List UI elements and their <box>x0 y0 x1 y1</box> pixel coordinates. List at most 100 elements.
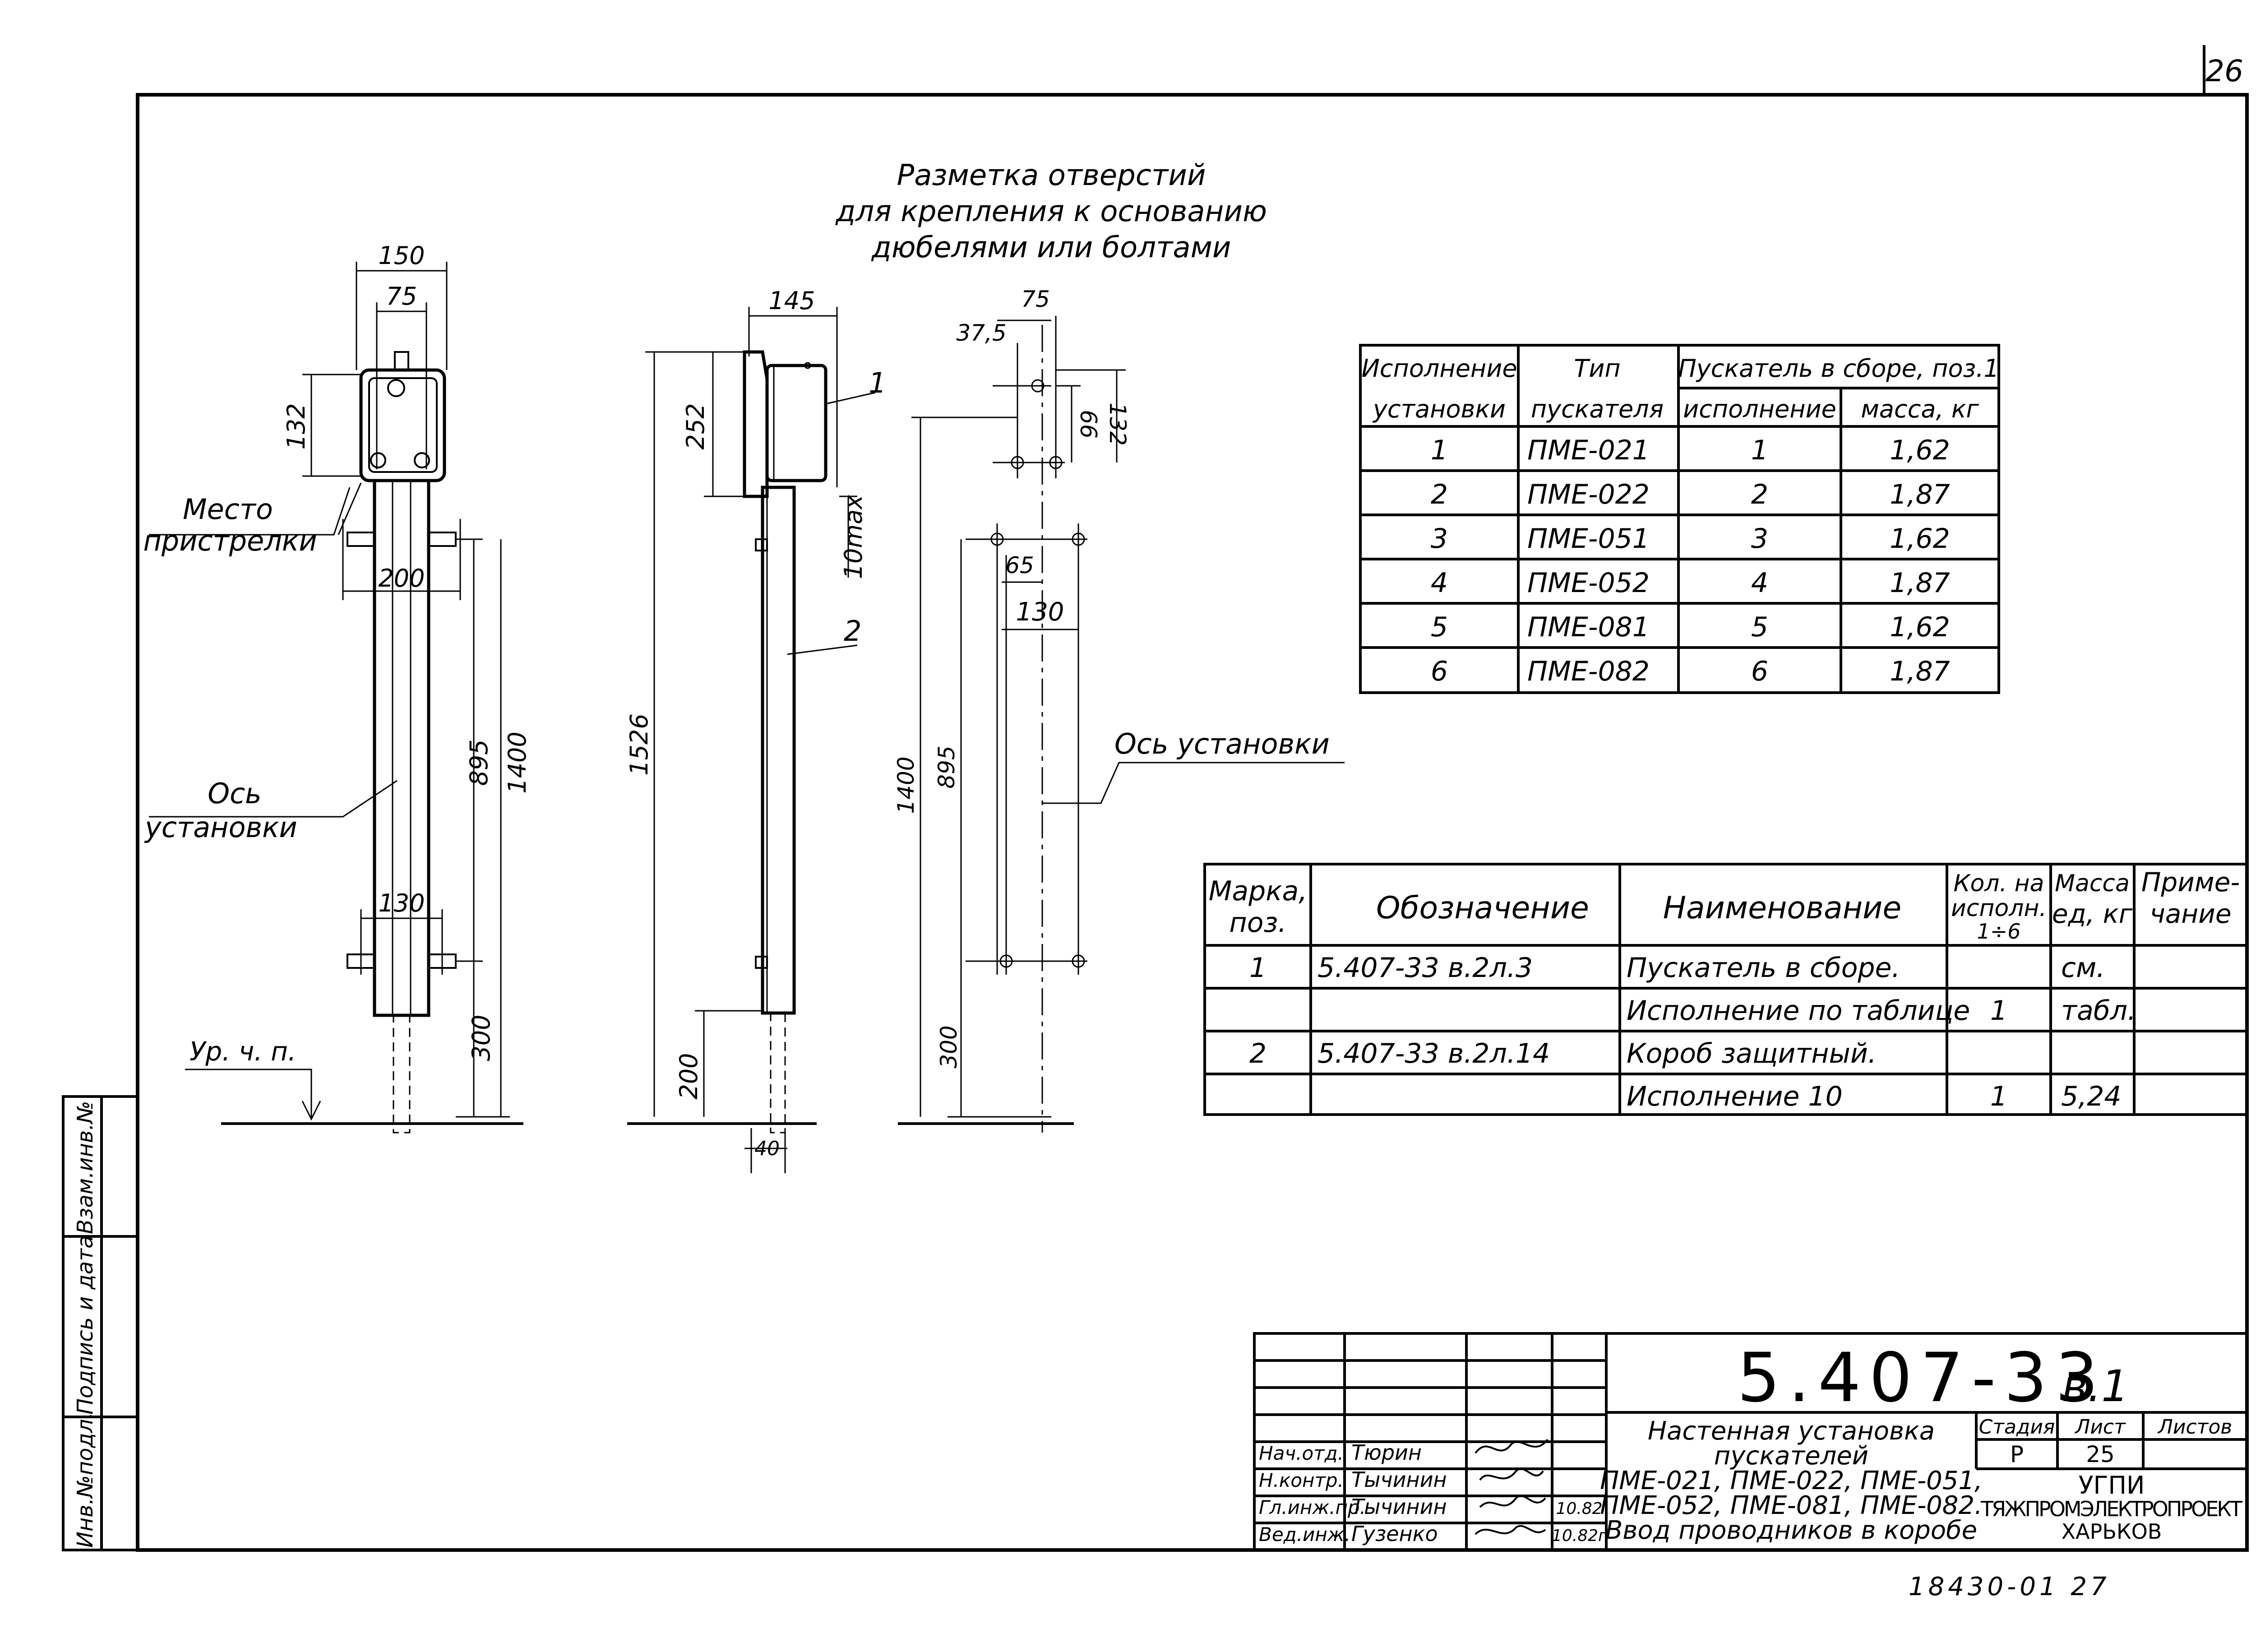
signature-date: 10.82 <box>1556 1499 1602 1518</box>
margin-stamp-label: Подпись и дата <box>73 1235 98 1415</box>
table-cell: табл. <box>2061 995 2136 1027</box>
table-cell: 1,87 <box>1890 656 1950 687</box>
header-cell: чание <box>2150 898 2231 929</box>
dim-1526: 1526 <box>625 713 653 775</box>
dim-895: 895 <box>465 739 493 786</box>
dim-75: 75 <box>1021 286 1050 312</box>
table-cell: 3 <box>1431 523 1448 555</box>
signature-name: Тычинин <box>1351 1467 1447 1492</box>
dim-37-5: 37,5 <box>956 320 1006 346</box>
header-cell: пускателя <box>1531 395 1664 423</box>
table-cell: 6 <box>1431 656 1448 687</box>
table-cell: 5 <box>1431 611 1448 643</box>
table-cell: 2 <box>1431 479 1448 510</box>
table-cell: 5.407-33 в.2л.14 <box>1318 1038 1550 1069</box>
org-line: ТЯЖПРОМЭЛЕКТРОПРОЕКТ <box>1980 1497 2243 1521</box>
margin-stamp-label: Инв.№подл. <box>73 1412 98 1548</box>
dim-130: 130 <box>1016 597 1064 627</box>
label-floor-level: Ур. ч. п. <box>190 1036 296 1067</box>
dim-75: 75 <box>386 282 417 310</box>
table-cell: 1 <box>1249 952 1267 984</box>
table-cell: ПМЕ-082 <box>1527 656 1650 687</box>
table-cell: ПМЕ-021 <box>1527 435 1650 466</box>
label-pos-2: 2 <box>844 615 861 648</box>
table-cell: Короб защитный. <box>1627 1038 1877 1069</box>
dim-65: 65 <box>1005 552 1034 578</box>
table-cell: ПМЕ-022 <box>1527 479 1650 510</box>
org-line: ХАРЬКОВ <box>2062 1519 2162 1544</box>
title-block-grid <box>1253 1332 2248 1551</box>
spec-table-grid <box>1203 863 2248 1116</box>
variants-table-grid <box>1359 344 2000 694</box>
table-cell: 1,62 <box>1890 435 1950 466</box>
dim-300: 300 <box>936 1025 962 1068</box>
table-cell: ПМЕ-081 <box>1527 611 1650 643</box>
signature-scribbles <box>1475 1439 1549 1535</box>
table-cell: Пускатель в сборе. <box>1627 952 1900 984</box>
table-cell: 1,87 <box>1890 567 1950 599</box>
marking-note-line: для крепления к основанию <box>835 195 1267 228</box>
signatures: Нач.отд.ТюринН.контр.ТычининГл.инж.пр.Ты… <box>1259 1440 1607 1546</box>
table-cell: 1 <box>1431 435 1448 466</box>
header-cell: Исполнение <box>1361 354 1517 383</box>
dim-130: 130 <box>378 889 425 917</box>
header-cell: исполнение <box>1683 395 1836 423</box>
sheets-label: Листов <box>2157 1416 2232 1439</box>
header-cell: масса, кг <box>1861 395 1979 423</box>
header-cell: Марка, <box>1209 875 1308 907</box>
label-os: Ось <box>208 777 261 810</box>
doc-code: 5.407-33 <box>1737 1339 2106 1417</box>
table-cell: 4 <box>1431 567 1448 599</box>
dim-145: 145 <box>768 287 815 315</box>
header-cell: установки <box>1372 395 1506 423</box>
title-line: ПМЕ-021, ПМЕ-022, ПМЕ-051, <box>1600 1466 1983 1495</box>
dim-10max: 10max <box>839 495 868 579</box>
table-cell: Исполнение по таблице <box>1627 995 1970 1027</box>
label-mesto: Место <box>183 493 273 526</box>
header-cell: поз. <box>1230 907 1287 939</box>
header-cell: Наименование <box>1663 890 1901 926</box>
title-line: ПМЕ-052, ПМЕ-081, ПМЕ-082. <box>1600 1491 1983 1520</box>
dim-132: 132 <box>1105 403 1131 445</box>
title-block: 5.407-33 в.1 Настенная установка пускате… <box>1600 1339 2243 1545</box>
dim-200: 200 <box>378 564 425 592</box>
signature-role: Вед.инж. <box>1259 1523 1350 1546</box>
marking-note: Разметка отверстий для крепления к основ… <box>835 159 1267 264</box>
label-pristrelki: пристрелки <box>143 524 317 557</box>
sheet-value: 25 <box>2086 1441 2115 1467</box>
table-cell: 4 <box>1751 567 1768 599</box>
signature-role: Нач.отд. <box>1259 1442 1344 1464</box>
table-cell: см. <box>2061 952 2105 984</box>
label-os-ustanovki: Ось установки <box>1114 727 1330 760</box>
variants-table: Исполнение установки Тип пускателя Пуска… <box>1361 354 1999 423</box>
table-cell: 5,24 <box>2061 1081 2122 1112</box>
title-line: Настенная установка <box>1648 1416 1935 1446</box>
table-cell: 6 <box>1751 656 1768 687</box>
header-cell: ед, кг <box>2052 898 2133 929</box>
table-cell: ПМЕ-051 <box>1527 523 1650 555</box>
table-cell: 1,87 <box>1890 479 1950 510</box>
table-cell: Исполнение 10 <box>1627 1081 1843 1112</box>
table-cell: 1 <box>1990 1081 2007 1112</box>
signature-name: Тюрин <box>1351 1440 1422 1465</box>
sheet-number: 26 <box>2205 54 2243 88</box>
stage-value: Р <box>2010 1441 2024 1467</box>
title-line: Ввод проводников в коробе <box>1605 1516 1977 1545</box>
label-pos-1: 1 <box>869 366 886 399</box>
table-cell: 1 <box>1751 435 1768 466</box>
table-cell: 2 <box>1751 479 1768 510</box>
doc-volume: в.1 <box>2062 1361 2129 1411</box>
hole-marking <box>898 316 1345 1133</box>
signature-name: Тычинин <box>1351 1495 1447 1519</box>
label-ustanovki: установки <box>144 811 297 844</box>
dim-40: 40 <box>754 1137 780 1160</box>
table-cell: 2 <box>1249 1038 1267 1069</box>
header-cell: Масса <box>2055 870 2130 897</box>
side-view <box>743 350 828 1134</box>
marking-note-line: Разметка отверстий <box>897 159 1206 192</box>
table-cell: 1,62 <box>1890 523 1950 555</box>
dim-300: 300 <box>467 1014 495 1061</box>
header-cell: исполн. <box>1951 895 2047 922</box>
